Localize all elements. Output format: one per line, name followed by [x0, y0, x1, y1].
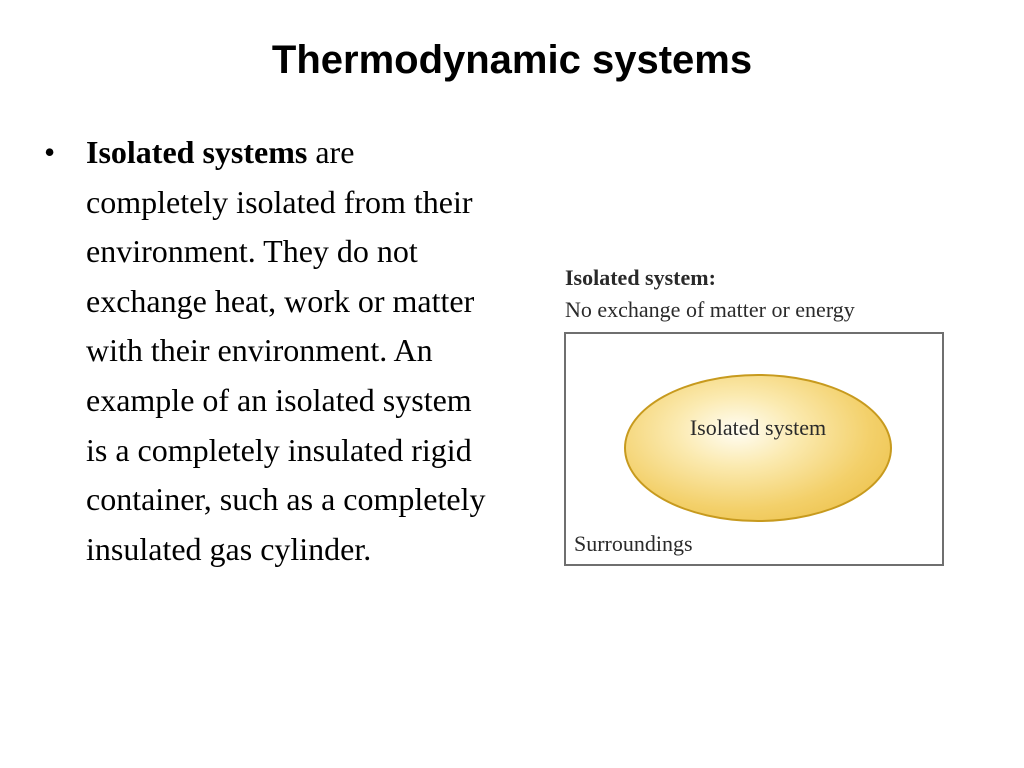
surroundings-label: Surroundings — [574, 531, 693, 556]
figure-subheading: No exchange of matter or energy — [565, 297, 855, 322]
system-label: Isolated system — [689, 415, 827, 440]
bullet-description: are completely isolated from their envir… — [86, 134, 486, 567]
system-ellipse: Isolated system — [624, 374, 892, 522]
isolated-system-figure: Isolated system: No exchange of matter o… — [562, 262, 952, 572]
bullet-item: Isolated systems are completely isolated… — [86, 128, 496, 574]
bullet-term: Isolated systems — [86, 134, 308, 170]
slide-title: Thermodynamic systems — [271, 38, 753, 82]
bullet-symbol: • — [44, 134, 56, 170]
figure-heading: Isolated system: — [565, 265, 716, 290]
surroundings-box: Isolated system Surroundings — [564, 332, 944, 566]
